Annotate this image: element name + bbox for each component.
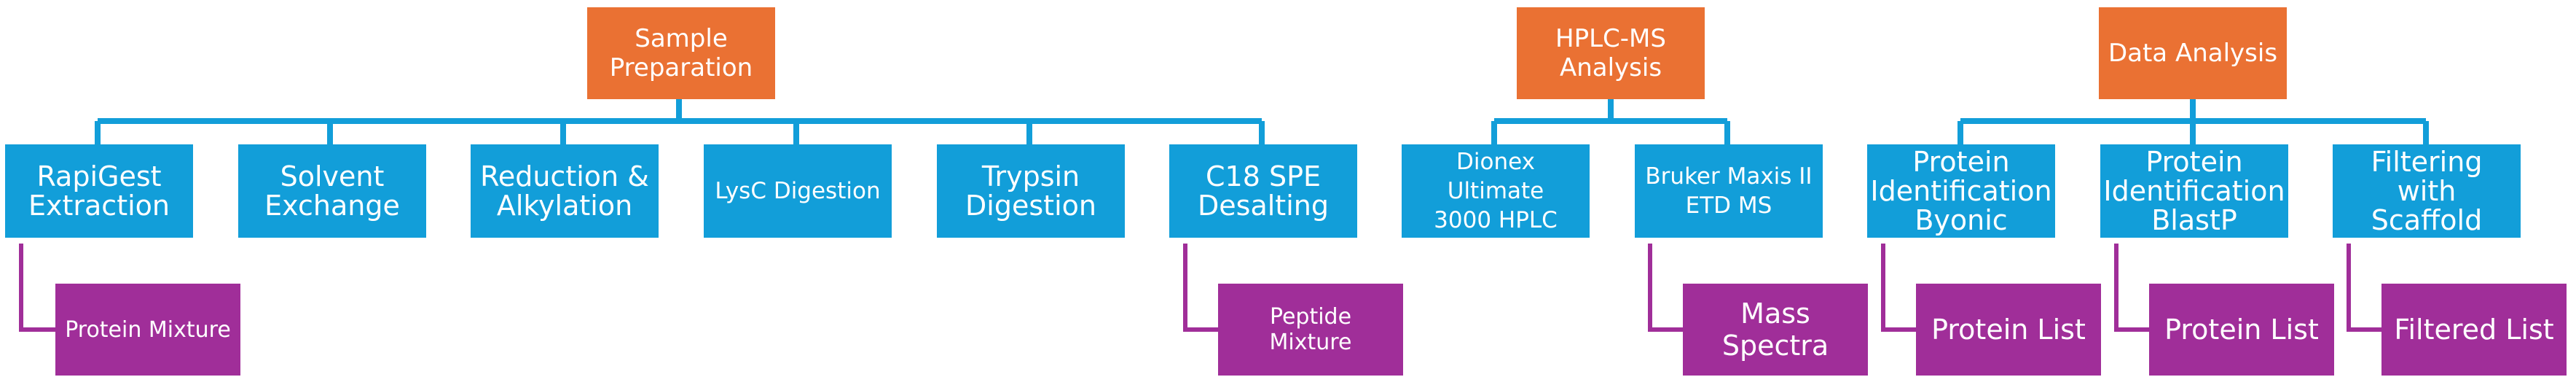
- connector-protein-mixture: [19, 244, 55, 332]
- connector-protein-list-blastp: [2114, 244, 2149, 332]
- connector-peptide-mixture: [1183, 244, 1218, 332]
- step-protein-id-byonic: Protein Identification Byonic: [1867, 144, 2055, 238]
- phase-hplc-ms-analysis: HPLC-MS Analysis: [1517, 7, 1705, 99]
- step-rapigest-extraction: RapiGest Extraction: [5, 144, 193, 238]
- step-bruker-maxis-ms: Bruker Maxis II ETD MS: [1635, 144, 1823, 238]
- connector-mass-spectra: [1648, 244, 1683, 332]
- step-reduction-alkylation: Reduction & Alkylation: [471, 144, 659, 238]
- phase-data-analysis: Data Analysis: [2099, 7, 2287, 99]
- output-connectors: [19, 244, 2381, 332]
- connector-hplc-ms-analysis: [1491, 99, 1730, 144]
- connector-filtered-list: [2347, 244, 2381, 332]
- step-c18-spe-desalting: C18 SPE Desalting: [1169, 144, 1357, 238]
- output-filtered-list: Filtered List: [2381, 284, 2567, 376]
- phase-sample-preparation: Sample Preparation: [587, 7, 775, 99]
- output-protein-list-byonic: Protein List: [1916, 284, 2101, 376]
- step-solvent-exchange: Solvent Exchange: [238, 144, 426, 238]
- output-mass-spectra: Mass Spectra: [1683, 284, 1868, 376]
- step-trypsin-digestion: Trypsin Digestion: [937, 144, 1125, 238]
- connector-protein-list-byonic: [1881, 244, 1916, 332]
- output-protein-list-blastp: Protein List: [2149, 284, 2334, 376]
- connector-sample-preparation: [95, 99, 1265, 144]
- connector-data-analysis: [1957, 99, 2429, 144]
- step-protein-id-blastp: Protein Identification BlastP: [2100, 144, 2288, 238]
- step-lysc-digestion: LysC Digestion: [704, 144, 892, 238]
- step-filtering-scaffold: Filtering with Scaffold: [2333, 144, 2521, 238]
- output-peptide-mixture: Peptide Mixture: [1218, 284, 1403, 376]
- phase-connectors: [95, 99, 2429, 144]
- step-dionex-ultimate-hplc: Dionex Ultimate 3000 HPLC: [1402, 144, 1590, 238]
- output-protein-mixture: Protein Mixture: [55, 284, 240, 376]
